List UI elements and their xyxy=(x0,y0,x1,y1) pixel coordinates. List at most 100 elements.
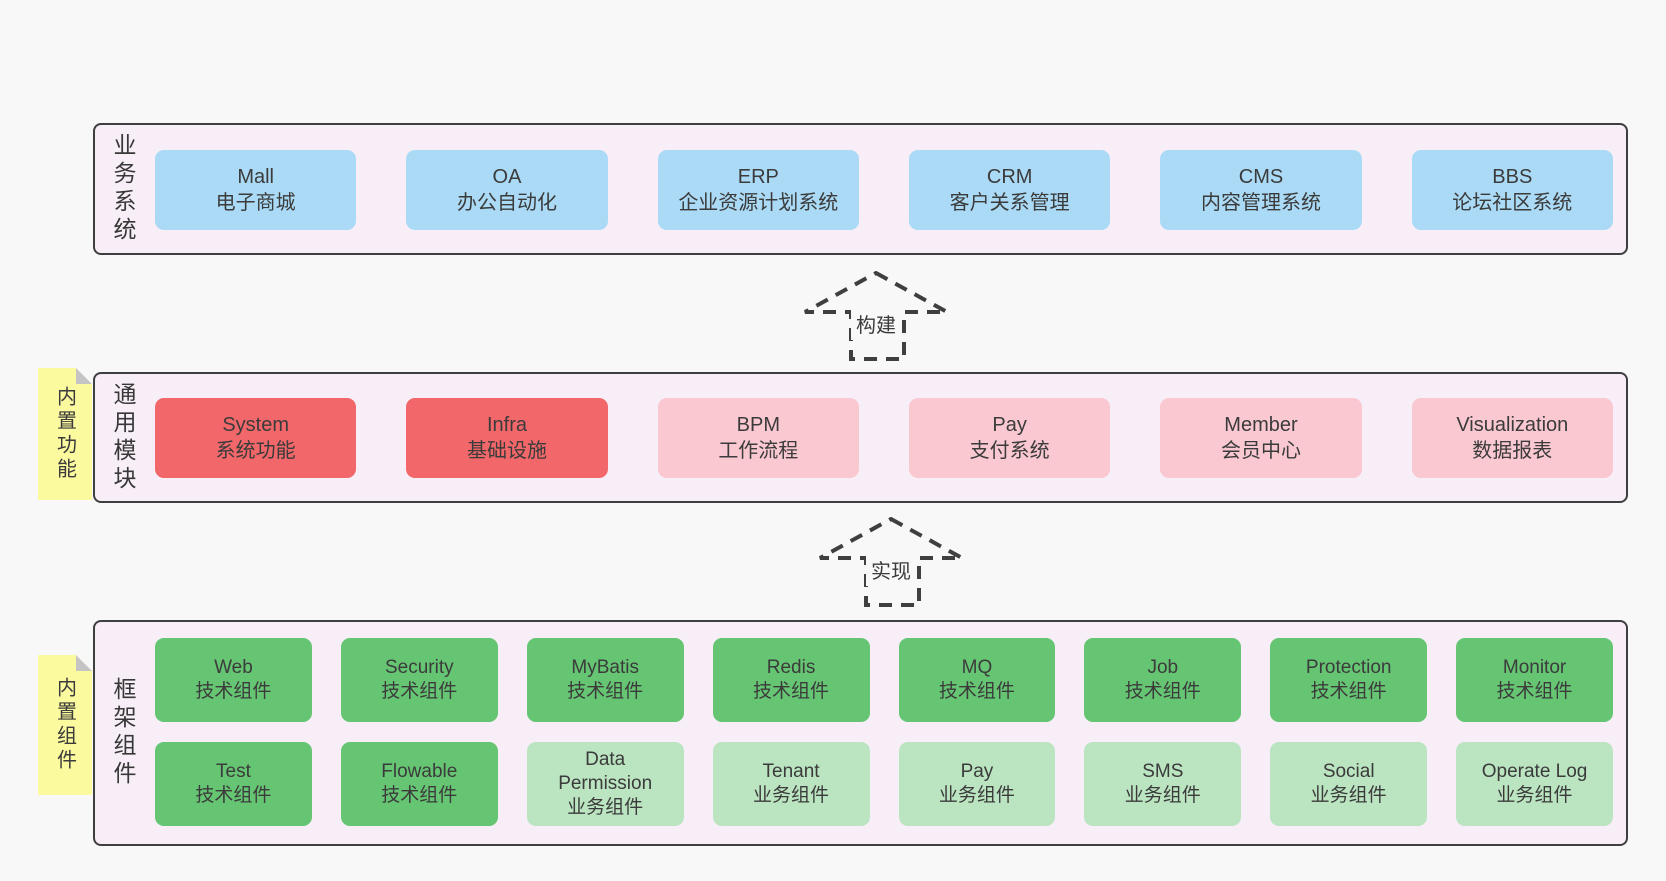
box-title: Member xyxy=(1224,413,1298,436)
box-title: MQ xyxy=(961,656,993,678)
box-security: Security 技术组件 xyxy=(340,638,498,722)
box-title: Web xyxy=(214,656,253,678)
components-row-1: Web 技术组件 Security 技术组件 MyBatis 技术组件 Redi… xyxy=(155,638,1613,722)
box-title: Operate Log xyxy=(1481,760,1588,782)
box-subtitle: 技术组件 xyxy=(567,681,644,702)
box-subtitle: 基础设施 xyxy=(466,440,547,462)
sticky-text: 内置功能 xyxy=(53,386,76,482)
box-monitor: Monitor 技术组件 xyxy=(1456,638,1613,722)
box-subtitle: 技术组件 xyxy=(195,681,272,702)
box-system: System 系统功能 xyxy=(155,398,357,478)
sticky-text: 内置组件 xyxy=(53,677,76,773)
arrow-implement-label: 实现 xyxy=(866,553,916,586)
box-visualization: Visualization 数据报表 xyxy=(1411,398,1613,478)
box-title: Pay xyxy=(960,760,994,782)
box-mq: MQ 技术组件 xyxy=(898,638,1056,722)
box-subtitle: 企业资源计划系统 xyxy=(678,192,839,214)
box-subtitle: 业务组件 xyxy=(1124,785,1201,806)
box-title: System xyxy=(222,413,289,436)
box-title: Flowable xyxy=(381,760,458,782)
box-subtitle: 技术组件 xyxy=(381,681,458,702)
box-title: CMS xyxy=(1238,165,1284,188)
box-subtitle: 支付系统 xyxy=(969,440,1050,462)
box-subtitle: 技术组件 xyxy=(381,785,458,806)
components-row-2: Test 技术组件 Flowable 技术组件 Data Permission … xyxy=(155,742,1613,826)
box-title: Infra xyxy=(486,413,527,436)
box-oa: OA 办公自动化 xyxy=(406,150,608,230)
dashed-up-arrow-icon xyxy=(819,517,963,607)
box-erp: ERP 企业资源计划系统 xyxy=(657,150,859,230)
box-crm: CRM 客户关系管理 xyxy=(908,150,1111,230)
box-title: Visualization xyxy=(1456,413,1569,436)
box-title: BPM xyxy=(736,413,780,436)
box-job: Job 技术组件 xyxy=(1084,638,1242,722)
box-infra: Infra 基础设施 xyxy=(406,398,608,478)
box-redis: Redis 技术组件 xyxy=(712,638,870,722)
box-subtitle: 数据报表 xyxy=(1472,440,1553,462)
box-subtitle: 客户关系管理 xyxy=(949,192,1070,214)
box-subtitle: 技术组件 xyxy=(1310,681,1387,702)
sticky-note-built-in-features: 内置功能 xyxy=(38,368,92,500)
box-subtitle: 业务组件 xyxy=(753,785,830,806)
box-sms: SMS 业务组件 xyxy=(1084,742,1242,826)
box-subtitle: 业务组件 xyxy=(567,797,644,819)
box-title: BBS xyxy=(1492,165,1533,188)
dashed-up-arrow-icon xyxy=(804,271,948,361)
box-pay-module: Pay 支付系统 xyxy=(908,398,1111,478)
band-business-systems: 业务系统 Mall 电子商城 OA 办公自动化 ERP 企业资源计划系统 CRM… xyxy=(93,123,1628,255)
box-title: Pay xyxy=(992,413,1027,436)
modules-box-row: System 系统功能 Infra 基础设施 BPM 工作流程 Pay 支付系统… xyxy=(155,398,1613,478)
band-business-label: 业务系统 xyxy=(110,133,136,245)
box-subtitle: 办公自动化 xyxy=(456,192,557,214)
box-subtitle: 内容管理系统 xyxy=(1200,192,1321,214)
box-title: Monitor xyxy=(1502,656,1567,678)
box-title: Security xyxy=(384,656,454,678)
box-subtitle: 论坛社区系统 xyxy=(1452,192,1573,214)
box-protection: Protection 技术组件 xyxy=(1270,638,1428,722)
box-title: Mall xyxy=(237,165,274,188)
box-web: Web 技术组件 xyxy=(155,638,312,722)
box-title: CRM xyxy=(986,165,1033,188)
box-social: Social 业务组件 xyxy=(1270,742,1428,826)
box-title: Job xyxy=(1147,656,1179,678)
box-subtitle: 技术组件 xyxy=(195,785,272,806)
box-title: Protection xyxy=(1305,656,1392,678)
box-pay-component: Pay 业务组件 xyxy=(898,742,1056,826)
box-subtitle: 业务组件 xyxy=(1310,785,1387,806)
box-cms: CMS 内容管理系统 xyxy=(1160,150,1362,230)
box-bbs: BBS 论坛社区系统 xyxy=(1411,150,1613,230)
sticky-fold-corner xyxy=(76,655,92,671)
box-bpm: BPM 工作流程 xyxy=(657,398,859,478)
box-title: Test xyxy=(216,760,251,782)
box-title: Redis xyxy=(766,656,816,678)
box-data-permission: Data Permission 业务组件 xyxy=(526,742,684,826)
box-title: Tenant xyxy=(762,760,820,782)
band-modules-label: 通用模块 xyxy=(110,381,136,494)
box-title: OA xyxy=(492,165,522,188)
box-member: Member 会员中心 xyxy=(1160,398,1362,478)
sticky-note-built-in-components: 内置组件 xyxy=(38,655,92,795)
box-subtitle: 电子商城 xyxy=(215,192,296,214)
band-framework-components: 框架组件 Web 技术组件 Security 技术组件 MyBatis 技术组件… xyxy=(93,620,1628,846)
box-subtitle: 业务组件 xyxy=(938,785,1015,806)
band-common-modules: 通用模块 System 系统功能 Infra 基础设施 BPM 工作流程 Pay… xyxy=(93,372,1628,503)
arrow-build-label: 构建 xyxy=(851,307,901,340)
box-title: MyBatis xyxy=(571,656,639,678)
box-subtitle: 系统功能 xyxy=(215,440,296,462)
box-title: SMS xyxy=(1142,760,1184,782)
box-subtitle: 技术组件 xyxy=(1124,681,1201,702)
box-flowable: Flowable 技术组件 xyxy=(340,742,498,826)
box-subtitle: 工作流程 xyxy=(718,440,799,462)
arrow-build: 构建 xyxy=(803,271,949,361)
box-tenant: Tenant 业务组件 xyxy=(712,742,870,826)
box-mybatis: MyBatis 技术组件 xyxy=(526,638,684,722)
box-operate-log: Operate Log 业务组件 xyxy=(1456,742,1613,826)
box-subtitle: 技术组件 xyxy=(753,681,830,702)
box-title: ERP xyxy=(737,165,779,188)
box-test: Test 技术组件 xyxy=(155,742,312,826)
business-box-row: Mall 电子商城 OA 办公自动化 ERP 企业资源计划系统 CRM 客户关系… xyxy=(155,150,1613,230)
box-subtitle: 会员中心 xyxy=(1220,440,1301,462)
box-subtitle: 业务组件 xyxy=(1496,785,1573,806)
box-subtitle: 技术组件 xyxy=(1496,681,1573,702)
